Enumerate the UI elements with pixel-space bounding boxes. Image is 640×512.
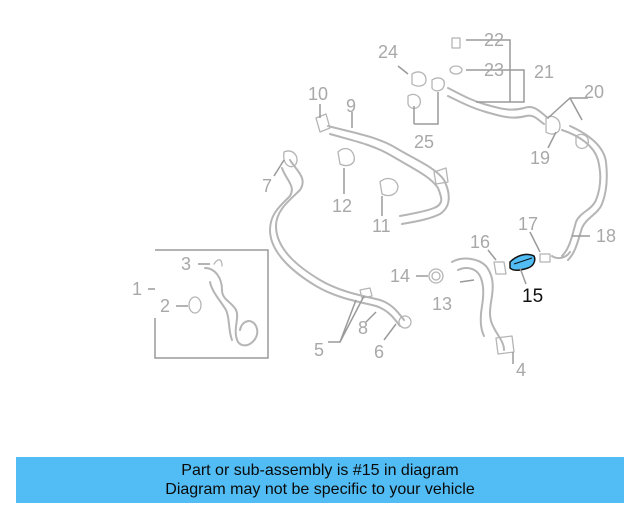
callout-18: 18 (596, 226, 616, 246)
coolant-hose-upper (315, 113, 450, 225)
callout-19: 19 (530, 148, 550, 168)
callout-9: 9 (346, 96, 356, 116)
part-group-1 (148, 249, 269, 359)
callout-1: 1 (132, 279, 142, 299)
callout-25: 25 (414, 132, 434, 152)
callout-10: 10 (308, 84, 328, 104)
callout-7: 7 (262, 176, 272, 196)
callout-21: 21 (534, 62, 554, 82)
callout-23: 23 (484, 60, 504, 80)
callout-12: 12 (332, 196, 352, 216)
callout-5: 5 (314, 340, 324, 360)
callout-8: 8 (358, 318, 368, 338)
callout-6: 6 (374, 342, 384, 362)
highlighted-part-15 (509, 253, 536, 272)
callout-11: 11 (372, 216, 391, 236)
lower-right-assembly (428, 251, 571, 355)
coolant-hose-lower (269, 150, 412, 329)
callout-3: 3 (181, 254, 191, 274)
callout-15: 15 (522, 286, 543, 307)
callout-20: 20 (584, 82, 604, 102)
callout-numbers: 1 2 3 4 5 6 7 8 9 10 11 12 13 14 15 16 1… (132, 30, 616, 380)
callout-16: 16 (470, 232, 490, 252)
callout-13: 13 (432, 294, 452, 314)
callout-17: 17 (518, 214, 538, 234)
callout-22: 22 (484, 30, 504, 50)
hose-clips (337, 147, 399, 197)
callout-2: 2 (160, 296, 170, 316)
callout-24: 24 (378, 42, 398, 62)
info-banner: Part or sub-assembly is #15 in diagram D… (16, 457, 624, 503)
banner-line-2: Diagram may not be specific to your vehi… (165, 481, 475, 498)
upper-right-assembly (407, 37, 608, 261)
parts-diagram: 1 2 3 4 5 6 7 8 9 10 11 12 13 14 15 16 1… (132, 30, 616, 380)
callout-4: 4 (516, 360, 526, 380)
leader-lines (176, 39, 590, 364)
banner-line-1: Part or sub-assembly is #15 in diagram (181, 462, 459, 479)
callout-14: 14 (390, 266, 410, 286)
